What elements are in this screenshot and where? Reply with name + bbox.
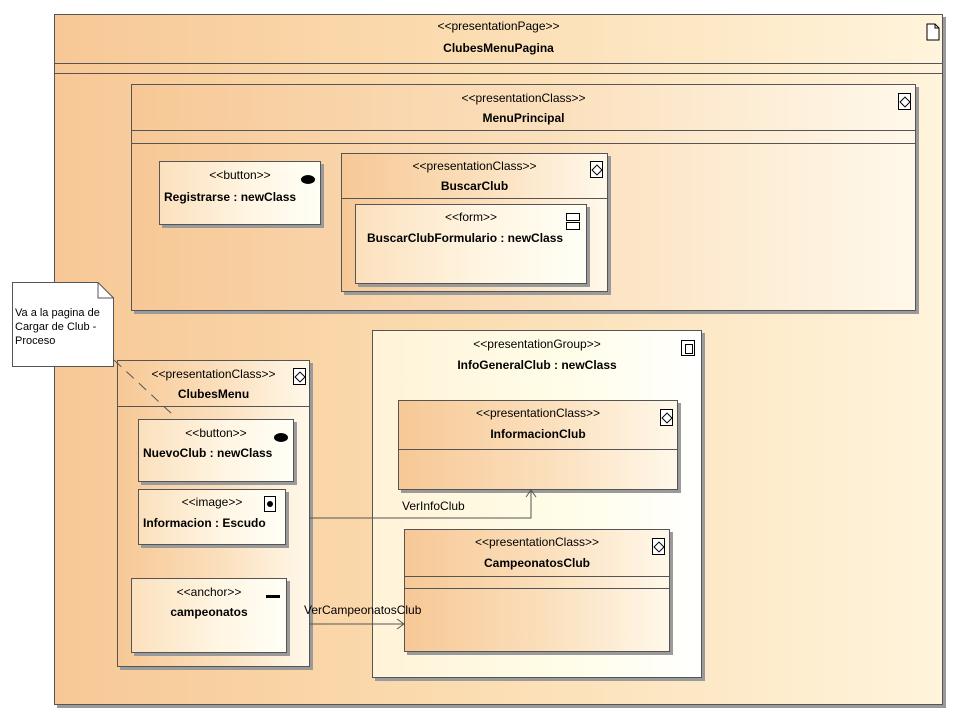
form-stereotype: <<form>> [444,210,498,224]
page-divider [55,63,942,64]
note-text: Va a la pagina de Cargar de Club - Proce… [15,306,100,348]
informacion-club-name: InformacionClub [490,427,586,441]
compartment-divider [405,588,669,589]
registrarse-name: Registrarse : newClass [164,190,297,204]
informacion-image[interactable]: <<image>> Informacion : Escudo [138,489,286,545]
nuevo-club-name: NuevoClub : newClass [143,446,273,460]
page-stereotype: <<presentationPage>> [437,19,560,33]
note-line: Va a la pagina de [15,307,100,319]
compartment-divider [118,406,309,407]
campeonatos-stereotype: <<anchor>> [176,585,242,599]
button-icon [274,433,288,442]
presentation-class-icon [652,538,665,555]
menu-principal-stereotype: <<presentationClass>> [461,91,586,105]
nuevo-club-button[interactable]: <<button>> NuevoClub : newClass [138,419,294,482]
presentation-group-icon [681,340,695,356]
informacion-club-stereotype: <<presentationClass>> [475,406,601,420]
anchor-icon [266,595,280,598]
informacion-name: Informacion : Escudo [143,516,266,530]
note-shape [12,282,114,367]
ver-campeonatos-club-label: VerCampeonatosClub [304,603,422,617]
image-icon [264,496,276,512]
menu-principal-name: MenuPrincipal [482,111,565,125]
note-line: Proceso [15,335,56,347]
campeonatos-club-stereotype: <<presentationClass>> [474,535,600,549]
form-name: BuscarClubFormulario : newClass [367,231,564,245]
buscar-club-formulario-form[interactable]: <<form>> BuscarClubFormulario : newClass [355,204,587,284]
registrarse-stereotype: <<button>> [209,168,271,182]
clubes-menu-stereotype: <<presentationClass>> [151,367,276,381]
presentation-class-icon [293,368,306,385]
presentation-class-icon [590,161,603,178]
informacion-stereotype: <<image>> [181,495,243,509]
nuevo-club-stereotype: <<button>> [185,426,247,440]
informacion-club-class[interactable]: <<presentationClass>> InformacionClub [398,400,678,490]
button-icon [301,175,315,184]
page-icon [926,23,940,41]
campeonatos-anchor[interactable]: <<anchor>> campeonatos [131,578,287,653]
presentation-class-icon [898,93,911,110]
page-divider [55,73,942,74]
campeonatos-club-name: CampeonatosClub [483,556,590,570]
compartment-divider [132,143,915,144]
buscar-club-stereotype: <<presentationClass>> [412,159,537,173]
ver-info-club-label: VerInfoClub [402,499,465,513]
note-line: Cargar de Club - [15,321,97,333]
registrarse-button[interactable]: <<button>> Registrarse : newClass [159,161,321,225]
compartment-divider [399,449,677,450]
info-general-stereotype: <<presentationGroup>> [473,337,601,351]
page-name: ClubesMenuPagina [443,41,554,55]
campeonatos-club-class[interactable]: <<presentationClass>> CampeonatosClub [404,529,670,652]
compartment-divider [132,130,915,131]
buscar-club-name: BuscarClub [440,179,509,193]
presentation-class-icon [660,409,673,426]
comment-note[interactable]: Va a la pagina de Cargar de Club - Proce… [12,282,114,367]
clubes-menu-name: ClubesMenu [177,387,250,401]
campeonatos-name: campeonatos [170,605,248,619]
compartment-divider [342,198,607,199]
form-icon [566,213,580,231]
compartment-divider [405,576,669,577]
info-general-name: InfoGeneralClub : newClass [457,358,617,372]
